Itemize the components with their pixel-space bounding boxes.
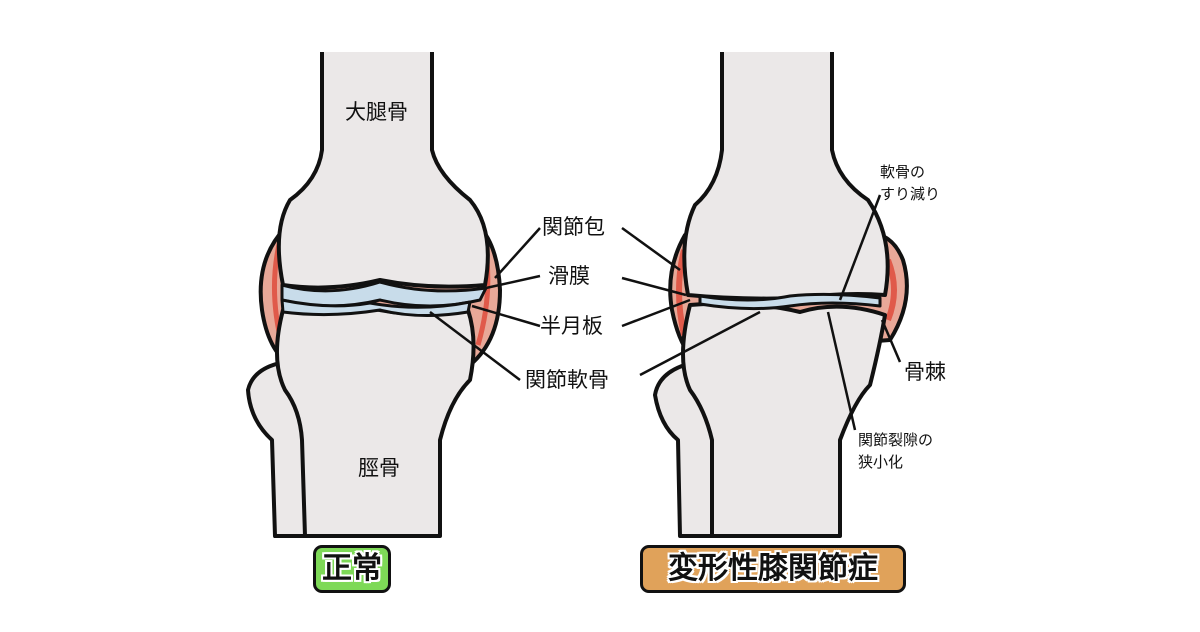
badge-osteoarthritis: 変形性膝関節症 [640, 545, 906, 593]
label-cartilage-wear: 軟骨のすり減り [880, 163, 941, 203]
tibia [681, 301, 887, 538]
label-osteophyte: 骨棘 [904, 360, 946, 384]
synovium [676, 249, 897, 336]
badge-normal: 正常 [313, 545, 391, 593]
femur [276, 52, 490, 290]
femur [682, 52, 890, 301]
leader-lines [429, 194, 902, 431]
tibia [275, 303, 476, 538]
label-tibia: 脛骨 [358, 456, 400, 480]
label-capsule: 関節包 [542, 215, 605, 239]
label-synovium: 滑膜 [548, 264, 590, 288]
label-femur: 大腿骨 [345, 100, 408, 124]
normal-knee [246, 52, 502, 538]
label-meniscus: 半月板 [540, 314, 603, 338]
label-cartilage: 関節軟骨 [525, 368, 609, 392]
oa-knee [653, 52, 909, 538]
label-joint-gap-narrowing: 関節裂隙の狭小化 [858, 431, 934, 471]
worn-cartilage [698, 292, 882, 311]
meniscus [280, 298, 472, 318]
